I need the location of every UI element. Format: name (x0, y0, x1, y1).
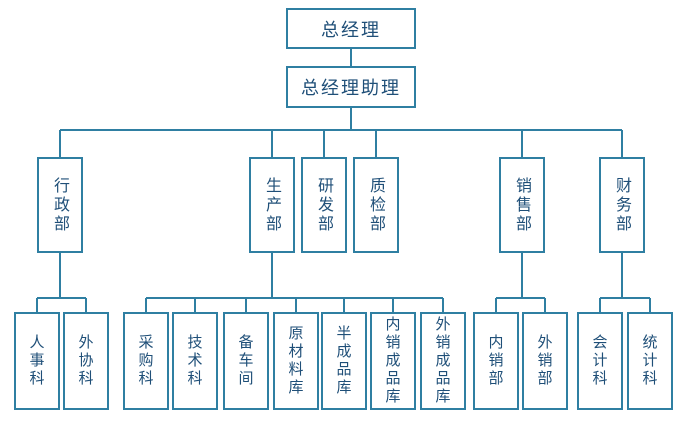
node-ceo: 总经理 (286, 8, 416, 49)
node-export-store: 外销成品库 (420, 312, 466, 410)
node-label: 备车间 (236, 334, 255, 388)
node-label: 总经理助理 (301, 78, 401, 99)
node-hr: 人事科 (14, 312, 60, 410)
node-label: 内销部 (486, 334, 505, 388)
node-rnd: 研发部 (301, 157, 347, 253)
node-label: 质检部 (367, 176, 386, 234)
node-label: 研发部 (315, 176, 334, 234)
node-label: 行政部 (51, 176, 70, 234)
node-export-sales: 外销部 (522, 312, 568, 410)
node-label: 人事科 (27, 334, 46, 388)
node-label: 外销部 (535, 334, 554, 388)
node-qc: 质检部 (353, 157, 399, 253)
node-workshop: 备车间 (223, 312, 269, 410)
node-label: 内销成品库 (383, 316, 402, 406)
node-domestic-sales: 内销部 (473, 312, 519, 410)
node-label: 总经理 (321, 19, 381, 41)
node-accounting: 会计科 (577, 312, 623, 410)
node-label: 外协科 (76, 334, 95, 388)
node-label: 技术科 (185, 334, 204, 388)
node-label: 采购科 (136, 334, 155, 388)
node-label: 外销成品库 (433, 316, 452, 406)
node-label: 销售部 (513, 176, 532, 234)
node-label: 会计科 (590, 334, 609, 388)
node-tech: 技术科 (172, 312, 218, 410)
node-label: 财务部 (613, 176, 632, 234)
node-admin: 行政部 (37, 157, 83, 253)
node-semi-product: 半成品库 (321, 312, 367, 410)
node-production: 生产部 (249, 157, 295, 253)
node-label: 生产部 (263, 176, 282, 234)
node-finance: 财务部 (599, 157, 645, 253)
node-label: 半成品库 (334, 325, 353, 397)
node-assistant: 总经理助理 (286, 66, 416, 108)
node-label: 统计科 (640, 334, 659, 388)
node-purchase: 采购科 (123, 312, 169, 410)
node-label: 原材料库 (286, 325, 305, 397)
node-statistics: 统计科 (627, 312, 673, 410)
node-raw-material: 原材料库 (273, 312, 319, 410)
node-external: 外协科 (63, 312, 109, 410)
node-sales: 销售部 (499, 157, 545, 253)
node-domestic-store: 内销成品库 (370, 312, 416, 410)
